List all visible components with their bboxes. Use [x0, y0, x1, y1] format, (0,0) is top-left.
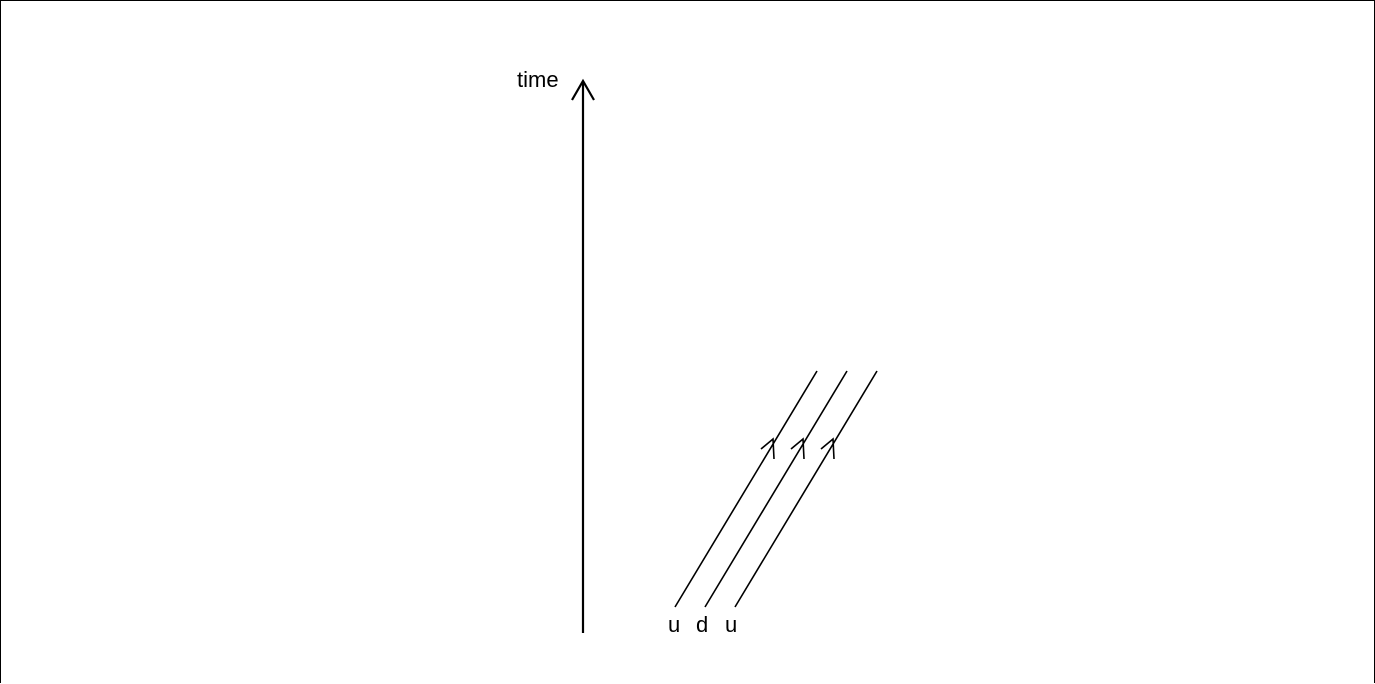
time-axis-label: time — [517, 67, 559, 92]
quark-label-2: d — [696, 612, 708, 637]
worldline-2 — [704, 370, 848, 608]
quark-label-1: u — [668, 612, 680, 637]
worldline-3 — [734, 370, 878, 608]
quark-worldline-2 — [704, 370, 848, 608]
time-axis-arrowhead-icon — [571, 78, 595, 101]
worldline-2-arrow-icon — [790, 437, 805, 460]
worldline-1 — [674, 370, 818, 608]
worldline-3-arrow-icon — [820, 437, 835, 460]
quark-worldline-3 — [734, 370, 878, 608]
worldline-1-arrow-icon — [760, 437, 775, 460]
quark-label-3: u — [725, 612, 737, 637]
time-axis: time — [517, 67, 595, 633]
quark-worldline-1 — [674, 370, 818, 608]
